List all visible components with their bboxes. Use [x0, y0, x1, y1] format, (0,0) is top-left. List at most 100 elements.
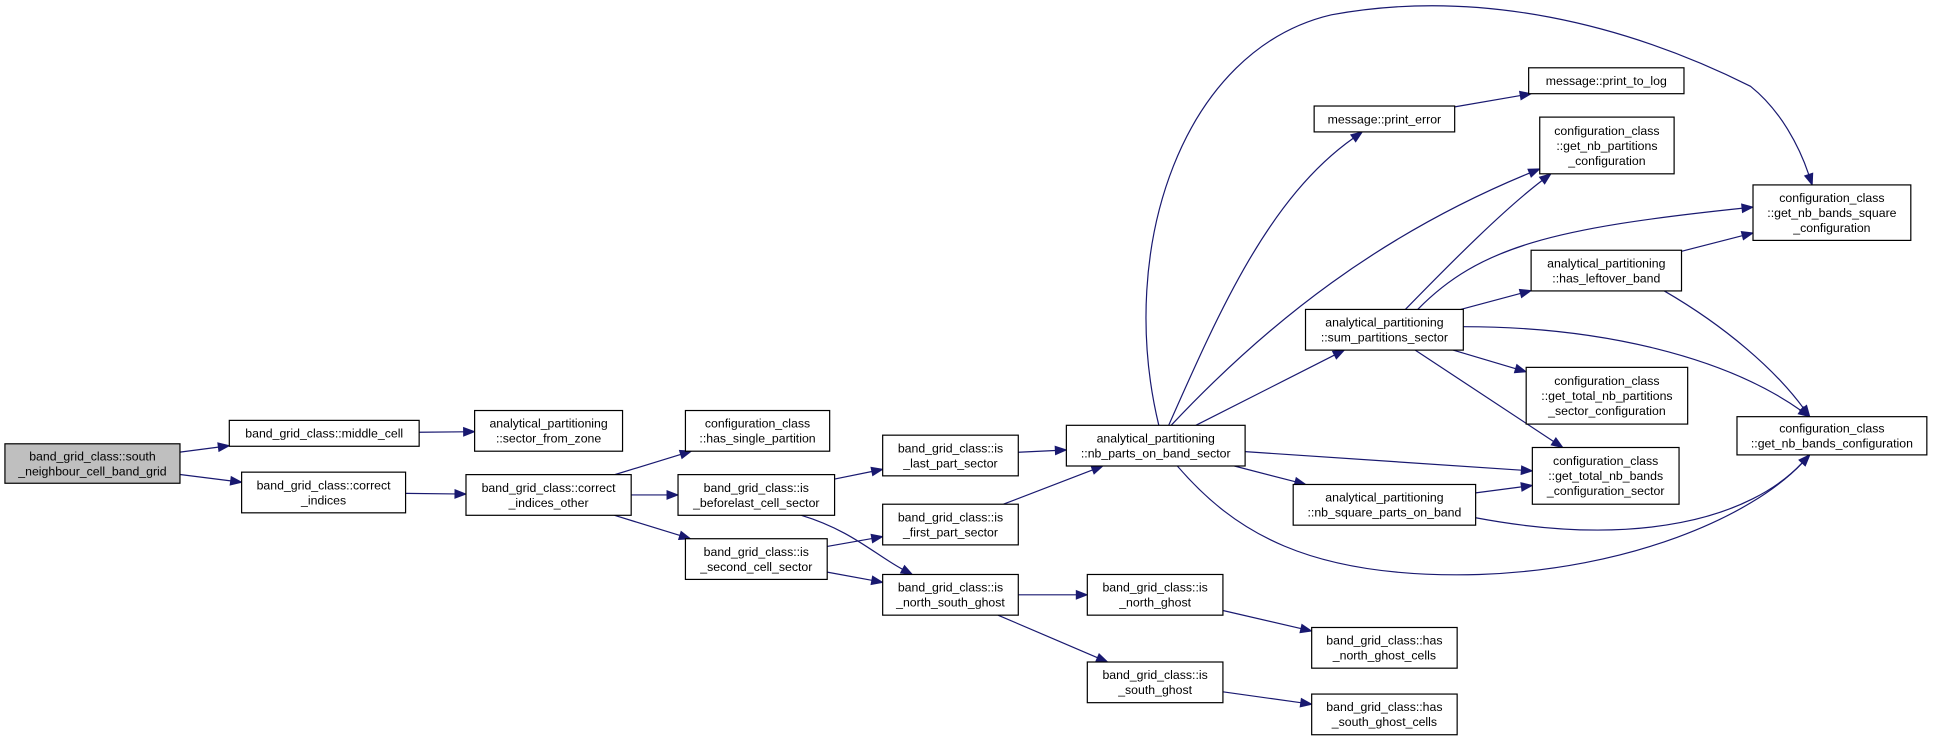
node-box[interactable] — [882, 434, 1019, 477]
node-get-total-nb-bands[interactable]: configuration_class::get_total_nb_bands_… — [1531, 446, 1680, 505]
node-box[interactable] — [1531, 446, 1680, 505]
edge-is_last_part-to-nb_parts_on_band — [1018, 445, 1068, 456]
node-box[interactable] — [1086, 661, 1224, 704]
node-box[interactable] — [882, 503, 1019, 546]
node-south-neighbour[interactable]: band_grid_class::south_neighbour_cell_ba… — [4, 443, 181, 484]
node-box[interactable] — [1313, 105, 1456, 133]
arrowhead — [1798, 453, 1811, 467]
node-box[interactable] — [1539, 116, 1675, 175]
node-box[interactable] — [1525, 366, 1689, 425]
node-box[interactable] — [1736, 416, 1928, 456]
edge-line — [1417, 207, 1743, 310]
edge-print_error-to-print_to_log — [1454, 90, 1533, 108]
node-correct-indices-other[interactable]: band_grid_class::correct_indices_other — [465, 474, 632, 516]
arrowhead — [677, 530, 692, 541]
node-label-line: configuration_class — [1779, 422, 1884, 436]
node-box[interactable] — [1311, 626, 1458, 669]
node-get-nb-bands-square[interactable]: configuration_class::get_nb_bands_square… — [1752, 184, 1912, 241]
node-box[interactable] — [4, 443, 181, 484]
edge-line — [1663, 290, 1804, 409]
node-box[interactable] — [1752, 184, 1912, 241]
node-label-line: _configuration — [1792, 221, 1870, 235]
node-box[interactable] — [465, 474, 632, 516]
node-correct-indices[interactable]: band_grid_class::correct_indices — [241, 471, 407, 514]
node-is-south-ghost[interactable]: band_grid_class::is_south_ghost — [1086, 661, 1224, 704]
node-box[interactable] — [1311, 693, 1458, 736]
node-label-line: band_grid_class::is — [898, 581, 1003, 595]
node-box[interactable] — [1292, 483, 1477, 526]
node-is-last-part[interactable]: band_grid_class::is_last_part_sector — [882, 434, 1019, 477]
edge-is_beforelast-to-is_north_south_ghost — [801, 514, 914, 576]
node-get-nb-bands[interactable]: configuration_class::get_nb_bands_config… — [1736, 416, 1928, 456]
edge-nb_parts_on_band-to-get_nb_partitions — [1170, 168, 1542, 426]
edge-line — [614, 514, 681, 537]
node-has-leftover-band[interactable]: analytical_partitioning::has_leftover_ba… — [1530, 249, 1683, 292]
node-label-line: band_grid_class::south — [29, 449, 156, 463]
node-label-line: _first_part_sector — [902, 525, 998, 539]
node-has-north-ghost-cells[interactable]: band_grid_class::has_north_ghost_cells — [1311, 626, 1458, 669]
edge-line — [1452, 349, 1516, 370]
node-box[interactable] — [1086, 573, 1224, 616]
node-box[interactable] — [1530, 249, 1683, 292]
node-label-line: analytical_partitioning — [1325, 316, 1443, 330]
node-label-line: ::nb_parts_on_band_sector — [1081, 446, 1231, 460]
node-has-south-ghost-cells[interactable]: band_grid_class::has_south_ghost_cells — [1311, 693, 1458, 736]
node-box[interactable] — [1304, 308, 1464, 351]
edge-sum_partitions-to-get_total_nb_bands — [1414, 349, 1564, 449]
node-is-first-part[interactable]: band_grid_class::is_first_part_sector — [882, 503, 1019, 546]
node-label-line: band_grid_class::is — [1102, 581, 1207, 595]
node-box[interactable] — [882, 573, 1019, 616]
node-box[interactable] — [1528, 67, 1685, 95]
edge-sum_partitions-to-get_nb_bands_square — [1417, 203, 1755, 310]
arrowhead — [1095, 652, 1109, 663]
node-label-line: band_grid_class::is — [1102, 668, 1207, 682]
node-get-total-nb-partitions[interactable]: configuration_class::get_total_nb_partit… — [1525, 366, 1689, 425]
edge-is_north_ghost-to-has_north_ghost_cells — [1222, 609, 1314, 634]
node-is-north-ghost[interactable]: band_grid_class::is_north_ghost — [1086, 573, 1224, 616]
arrowhead — [454, 489, 468, 499]
arrowhead — [870, 575, 885, 586]
edge-line — [1195, 354, 1335, 426]
node-box[interactable] — [241, 471, 407, 514]
edge-line — [1245, 451, 1522, 471]
node-box[interactable] — [677, 474, 836, 516]
node-nb-square-parts[interactable]: analytical_partitioning::nb_square_parts… — [1292, 483, 1477, 526]
edge-line — [1234, 465, 1296, 483]
edge-line — [1145, 5, 1810, 426]
arrowhead — [1740, 231, 1755, 241]
arrowhead — [229, 475, 244, 486]
edge-south_neighbour-to-middle_cell — [179, 442, 231, 453]
node-label-line: configuration_class — [1554, 124, 1659, 138]
arrowhead — [1798, 404, 1811, 418]
node-box[interactable] — [684, 538, 828, 581]
edge-nb_square_parts-to-get_nb_bands — [1475, 453, 1811, 531]
edge-is_north_south_ghost-to-is_south_ghost — [997, 614, 1109, 663]
node-nb-parts-on-band[interactable]: analytical_partitioning::nb_parts_on_ban… — [1065, 424, 1246, 467]
node-middle-cell[interactable]: band_grid_class::middle_cell — [228, 419, 420, 447]
node-sector-from-zone[interactable]: analytical_partitioning::sector_from_zon… — [474, 409, 624, 452]
node-is-north-south-ghost[interactable]: band_grid_class::is_north_south_ghost — [882, 573, 1019, 616]
arrowhead — [1299, 623, 1314, 634]
node-get-nb-partitions[interactable]: configuration_class::get_nb_partitions_c… — [1539, 116, 1675, 175]
node-is-second[interactable]: band_grid_class::is_second_cell_sector — [684, 538, 828, 581]
node-is-beforelast[interactable]: band_grid_class::is_beforelast_cell_sect… — [677, 474, 836, 516]
node-box[interactable] — [1065, 424, 1246, 467]
node-label-line: _configuration_sector — [1546, 484, 1665, 498]
node-box[interactable] — [474, 409, 624, 452]
edge-line — [1168, 137, 1354, 426]
node-label-line: band_grid_class::has — [1326, 700, 1442, 714]
edge-sum_partitions-to-get_nb_partitions — [1404, 172, 1552, 310]
arrowhead — [1299, 697, 1314, 708]
node-label-line: ::get_total_nb_bands — [1548, 469, 1663, 483]
node-label-line: message::print_to_log — [1546, 74, 1667, 88]
node-print-to-log[interactable]: message::print_to_log — [1528, 67, 1685, 95]
edge-sum_partitions-to-get_total_nb_partitions — [1452, 349, 1528, 374]
node-has-single-partition[interactable]: configuration_class::has_single_partitio… — [684, 409, 831, 452]
node-print-error[interactable]: message::print_error — [1313, 105, 1456, 133]
node-sum-partitions[interactable]: analytical_partitioning::sum_partitions_… — [1304, 308, 1464, 351]
edge-nb_parts_on_band-to-sum_partitions — [1195, 349, 1346, 426]
node-box[interactable] — [228, 419, 420, 447]
node-box[interactable] — [684, 409, 831, 452]
arrowhead — [1518, 288, 1533, 299]
edge-nb_parts_on_band-to-get_total_nb_bands — [1245, 451, 1534, 476]
